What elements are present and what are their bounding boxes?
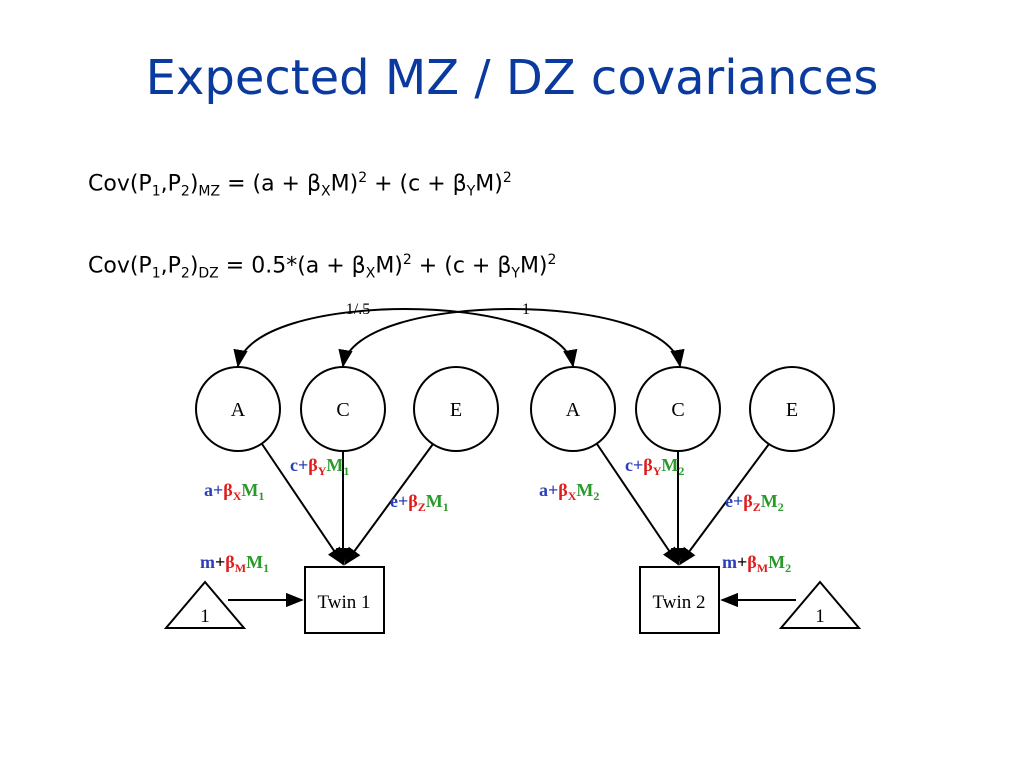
latent-a1-label: A: [231, 399, 246, 421]
latent-e2: [749, 366, 835, 452]
path-label-e1: e+βZM1: [390, 491, 449, 514]
path-label-e2: e+βZM2: [725, 491, 784, 514]
path-a2: [596, 443, 680, 566]
path-e2: [678, 443, 770, 566]
latent-e1-label: E: [450, 399, 462, 421]
correlation-arc-c: [338, 308, 685, 368]
twin2-label: Twin 2: [652, 592, 705, 613]
page-title: Expected MZ / DZ covariances: [145, 50, 879, 106]
equation-dz: Cov(P1,P2)DZ = 0.5*(a + βXM)2 + (c + βYM…: [88, 252, 557, 282]
arc-label-c: 1: [522, 301, 530, 318]
latent-c1-label: C: [336, 399, 349, 421]
mean-triangle-2-label: 1: [815, 606, 825, 627]
equation-mz: Cov(P1,P2)MZ = (a + βXM)2 + (c + βYM)2: [88, 170, 512, 200]
path-label-a1: a+βXM1: [204, 480, 264, 503]
twin1-label: Twin 1: [317, 592, 370, 613]
twin2-box: [639, 566, 720, 634]
twin1-box: [304, 566, 385, 634]
path-a1: [261, 443, 345, 566]
latent-a2-label: A: [566, 399, 581, 421]
latent-e1: [413, 366, 499, 452]
path-label-a2: a+βXM2: [539, 480, 599, 503]
mean-triangle-2: [778, 580, 862, 629]
arc-label-a: 1/.5: [346, 301, 370, 318]
path-label-m1: m+βMM1: [200, 552, 269, 575]
latent-e2-label: E: [786, 399, 798, 421]
mean-triangle-1: [163, 580, 247, 629]
path-label-m2: m+βMM2: [722, 552, 791, 575]
mean-triangle-1-label: 1: [200, 606, 210, 627]
path-e1: [343, 443, 434, 566]
correlation-arc-a: [233, 308, 578, 368]
latent-a1: [195, 366, 281, 452]
path-label-c2: c+βYM2: [625, 455, 684, 478]
path-label-c1: c+βYM1: [290, 455, 349, 478]
latent-c2-label: C: [671, 399, 684, 421]
latent-a2: [530, 366, 616, 452]
